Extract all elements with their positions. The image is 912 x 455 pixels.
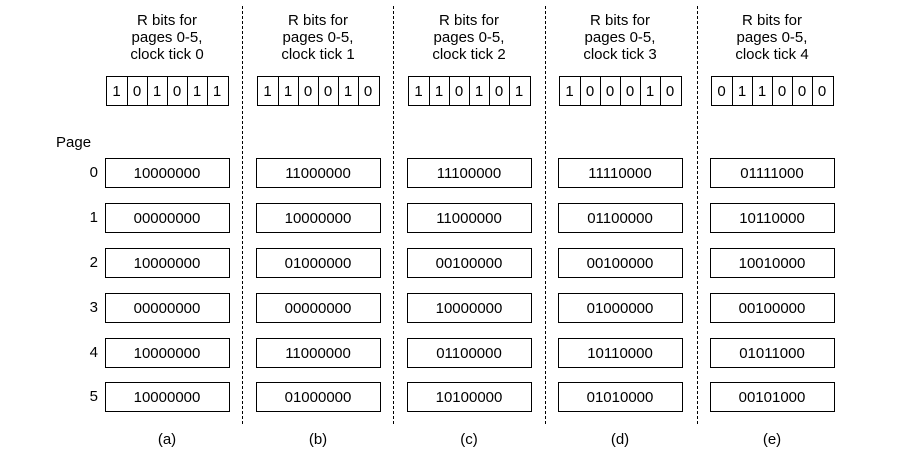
r-bit-cell: 1: [751, 77, 772, 105]
page-counter-register: 00100000: [406, 248, 532, 278]
page-number: 0: [89, 164, 98, 181]
page-counter-register: 00000000: [104, 203, 230, 233]
r-bit-cell: 0: [297, 77, 318, 105]
page-counter-register: 01000000: [255, 248, 381, 278]
page-number: 3: [89, 299, 98, 316]
column-caption: (c): [460, 431, 478, 448]
r-bit-cell: 1: [146, 77, 167, 105]
page-counter-register: 10000000: [104, 248, 230, 278]
r-bit-cell: 0: [579, 77, 600, 105]
r-bit-cell: 1: [414, 82, 423, 100]
page-number: 5: [89, 388, 98, 405]
page-counter-register: 00000000: [255, 293, 381, 323]
column-divider: [545, 6, 546, 424]
r-bit-cell: 0: [771, 77, 792, 105]
page-counter-register: 01011000: [709, 338, 835, 368]
page-counter-register: 01100000: [557, 203, 683, 233]
page-counter-register: 00100000: [557, 248, 683, 278]
page-axis-label: Page: [56, 134, 92, 151]
column-caption: (b): [308, 431, 328, 448]
r-bit-cell: 0: [791, 77, 812, 105]
column-header: R bits for pages 0-5, clock tick 0: [130, 12, 204, 63]
column-caption: (d): [610, 431, 630, 448]
page-counter-register: 00100000: [709, 293, 835, 323]
page-counter-register: 10010000: [709, 248, 835, 278]
page-counter-register: 11000000: [255, 158, 381, 188]
r-bit-cell: 1: [263, 82, 272, 100]
page-counter-register: 10000000: [104, 382, 230, 412]
r-bit-cell: 1: [428, 77, 449, 105]
page-counter-register: 10000000: [104, 338, 230, 368]
page-counter-register: 11100000: [406, 158, 532, 188]
r-bit-cell: 1: [186, 77, 207, 105]
r-bit-cell: 1: [468, 77, 489, 105]
r-bit-cell: 1: [565, 82, 574, 100]
column-header: R bits for pages 0-5, clock tick 3: [583, 12, 657, 63]
r-bit-cell: 0: [448, 77, 469, 105]
column-caption: (e): [762, 431, 782, 448]
r-bit-cell: 0: [599, 77, 620, 105]
page-counter-register: 00000000: [104, 293, 230, 323]
page-counter-register: 10100000: [406, 382, 532, 412]
page-counter-register: 11000000: [255, 338, 381, 368]
page-counter-register: 10000000: [104, 158, 230, 188]
page-counter-register: 01111000: [709, 158, 835, 188]
r-bit-cell: 0: [126, 77, 147, 105]
r-bit-cell: 0: [659, 77, 680, 105]
r-bit-cell: 1: [206, 77, 227, 105]
r-bit-cell: 1: [277, 77, 298, 105]
page-counter-register: 10000000: [406, 293, 532, 323]
r-bit-cell: 0: [619, 77, 640, 105]
page-counter-register: 10110000: [709, 203, 835, 233]
column-divider: [242, 6, 243, 424]
page-number: 4: [89, 344, 98, 361]
r-bit-cell: 1: [508, 77, 529, 105]
page-counter-register: 01000000: [557, 293, 683, 323]
column-header: R bits for pages 0-5, clock tick 1: [281, 12, 355, 63]
page-counter-register: 10000000: [255, 203, 381, 233]
r-bit-cell: 1: [639, 77, 660, 105]
page-counter-register: 10110000: [557, 338, 683, 368]
r-bit-cell: 0: [717, 82, 726, 100]
page-counter-register: 00101000: [709, 382, 835, 412]
r-bit-cell: 0: [811, 77, 832, 105]
column-header: R bits for pages 0-5, clock tick 2: [432, 12, 506, 63]
r-bit-cell: 0: [488, 77, 509, 105]
page-counter-register: 11110000: [557, 158, 683, 188]
page-counter-register: 01100000: [406, 338, 532, 368]
r-bit-cell: 0: [357, 77, 378, 105]
r-bit-cell: 0: [317, 77, 338, 105]
page-number: 2: [89, 254, 98, 271]
page-counter-register: 01000000: [255, 382, 381, 412]
r-bit-cell: 1: [731, 77, 752, 105]
page-counter-register: 11000000: [406, 203, 532, 233]
r-bit-cell: 1: [337, 77, 358, 105]
page-number: 1: [89, 209, 98, 226]
r-bit-cell: 0: [166, 77, 187, 105]
column-header: R bits for pages 0-5, clock tick 4: [735, 12, 809, 63]
column-divider: [697, 6, 698, 424]
page-counter-register: 01010000: [557, 382, 683, 412]
r-bit-cell: 1: [112, 82, 121, 100]
column-caption: (a): [157, 431, 177, 448]
column-divider: [393, 6, 394, 424]
